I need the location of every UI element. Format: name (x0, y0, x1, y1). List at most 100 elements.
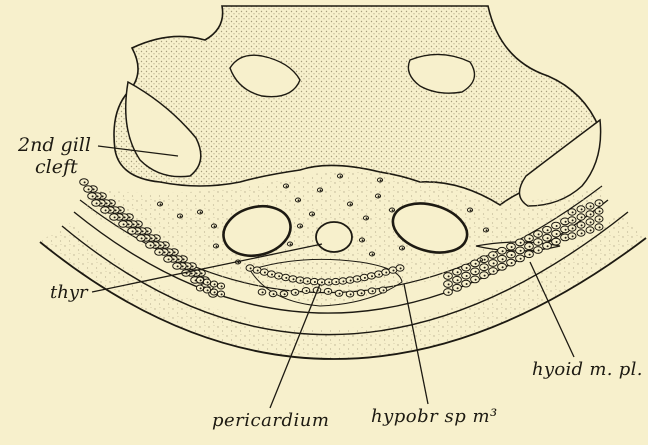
hyoid-muscle-cell-nucleus (448, 291, 450, 293)
muscle-cell-left-nucleus (151, 237, 153, 239)
hyoid-muscle-cell-nucleus (572, 235, 574, 237)
muscle-cell-left-nucleus (133, 223, 135, 225)
pericardium-cell-nucleus (400, 267, 402, 269)
muscle-cell-left-nucleus (137, 230, 139, 232)
hyoid-muscle-cell-nucleus (520, 250, 522, 252)
pericardium-cell-nucleus (378, 274, 380, 276)
muscle-cell-left-nucleus (191, 272, 193, 274)
mesenchyme-nucleus-nucleus (286, 185, 288, 187)
mesenchyme-nucleus-nucleus (392, 209, 394, 211)
pericardium-cell-nucleus (306, 290, 308, 292)
pericardium-cell-nucleus (300, 280, 302, 282)
pericardium-cell-nucleus (393, 270, 395, 272)
pericardium-cell-nucleus (343, 280, 345, 282)
muscle-cell-left-nucleus (150, 244, 152, 246)
thyroid-label: thyr (50, 284, 88, 302)
mesenchyme-nucleus-nucleus (200, 211, 202, 213)
hyoid-muscle-cell-nucleus (538, 241, 540, 243)
hyoid-muscle-cell-nucleus (556, 233, 558, 235)
pericardium-cell-nucleus (385, 272, 387, 274)
thyroid-rudiment (316, 222, 352, 252)
hyoid-muscle-cell-nucleus (590, 221, 592, 223)
hyoid-muscle-cell-nucleus (547, 229, 549, 231)
hyoid-muscle-cell-nucleus (511, 262, 513, 264)
gill-cleft-label-line2: cleft (35, 158, 78, 177)
mesenchyme-nucleus-nucleus (372, 253, 374, 255)
muscle-cell-lower-nucleus (207, 281, 209, 283)
mesenchyme-nucleus-nucleus (180, 215, 182, 217)
mesenchyme-nucleus-nucleus (380, 179, 382, 181)
hyoid-muscle-cell-nucleus (547, 237, 549, 239)
pericardium-cell-nucleus (295, 292, 297, 294)
muscle-cell-left-nucleus (201, 272, 203, 274)
mesenchyme-nucleus-nucleus (312, 213, 314, 215)
muscle-cell-left-nucleus (196, 272, 198, 274)
muscle-cell-left-nucleus (159, 251, 161, 253)
hyoid-muscle-cell-nucleus (556, 241, 558, 243)
muscle-cell-left-nucleus (106, 202, 108, 204)
hyoid-muscle-cell-nucleus (502, 266, 504, 268)
muscle-cell-left-nucleus (192, 265, 194, 267)
hypobranchial-label: hypobr sp m³ (371, 408, 498, 426)
muscle-cell-left-nucleus (168, 258, 170, 260)
hyoid-muscle-cell-nucleus (493, 270, 495, 272)
hyoid-muscle-cell-nucleus (511, 246, 513, 248)
muscle-cell-left-nucleus (97, 195, 99, 197)
muscle-cell-left-nucleus (128, 223, 130, 225)
hyoid-muscle-cell-nucleus (565, 221, 567, 223)
hyoid-muscle-cell-nucleus (599, 226, 601, 228)
hyoid-muscle-cell-nucleus (484, 267, 486, 269)
muscle-cell-left-nucleus (141, 237, 143, 239)
hyoid-muscle-cell-nucleus (466, 275, 468, 277)
mesenchyme-nucleus-nucleus (350, 203, 352, 205)
pericardium-cell-nucleus (257, 270, 259, 272)
muscle-cell-left-nucleus (84, 181, 86, 183)
hyoid-muscle-cell-nucleus (484, 259, 486, 261)
hyoid-muscle-cell-nucleus (466, 267, 468, 269)
muscle-cell-left-nucleus (102, 195, 104, 197)
mesenchyme-nucleus-nucleus (470, 209, 472, 211)
muscle-cell-left-nucleus (101, 202, 103, 204)
hyoid-muscle-cell-nucleus (502, 250, 504, 252)
muscle-cell-left-nucleus (96, 202, 98, 204)
hyoid-muscle-cell-nucleus (590, 213, 592, 215)
hyoid-muscle-cell-nucleus (475, 279, 477, 281)
hyoid-muscle-cell-nucleus (581, 216, 583, 218)
pericardium-cell-nucleus (293, 278, 295, 280)
hyoid-muscle-cell-nucleus (581, 224, 583, 226)
pericardium-cell-nucleus (314, 281, 316, 283)
muscle-cell-lower-nucleus (221, 285, 223, 287)
hyoid-muscle-cell-nucleus (565, 237, 567, 239)
muscle-cell-left-nucleus (124, 216, 126, 218)
hyoid-muscle-cell-nucleus (520, 258, 522, 260)
muscle-cell-left-nucleus (155, 244, 157, 246)
muscle-cell-left-nucleus (129, 216, 131, 218)
hyoid-muscle-cell-nucleus (511, 254, 513, 256)
muscle-cell-left-nucleus (114, 216, 116, 218)
hyoid-muscle-cell-nucleus (493, 262, 495, 264)
mesenchyme-nucleus-nucleus (160, 203, 162, 205)
muscle-cell-left-nucleus (110, 209, 112, 211)
mesenchyme-nucleus-nucleus (362, 239, 364, 241)
hyoid-muscle-cell-nucleus (572, 219, 574, 221)
pericardium-cell-nucleus (372, 290, 374, 292)
mesenchyme-nucleus-nucleus (320, 189, 322, 191)
hyoid-muscle-cell-nucleus (547, 245, 549, 247)
hyoid-muscle-cell-nucleus (581, 208, 583, 210)
hyoid-muscle-cell-nucleus (475, 263, 477, 265)
mesenchyme-nucleus-nucleus (486, 229, 488, 231)
muscle-cell-left-nucleus (142, 230, 144, 232)
muscle-cell-left-nucleus (165, 244, 167, 246)
pericardium-cell-nucleus (357, 278, 359, 280)
hyoid-muscle-cell-nucleus (448, 283, 450, 285)
pericardium-cell-nucleus (285, 277, 287, 279)
hyoid-muscle-label: hyoid m. pl. (532, 361, 643, 379)
pericardium-cell-nucleus (328, 281, 330, 283)
muscle-cell-left-nucleus (183, 258, 185, 260)
muscle-cell-left-nucleus (132, 230, 134, 232)
muscle-cell-left-nucleus (93, 188, 95, 190)
hyoid-muscle-cell-nucleus (529, 246, 531, 248)
hyoid-muscle-cell-nucleus (572, 227, 574, 229)
muscle-cell-left-nucleus (92, 195, 94, 197)
mesenchyme-nucleus-nucleus (214, 225, 216, 227)
